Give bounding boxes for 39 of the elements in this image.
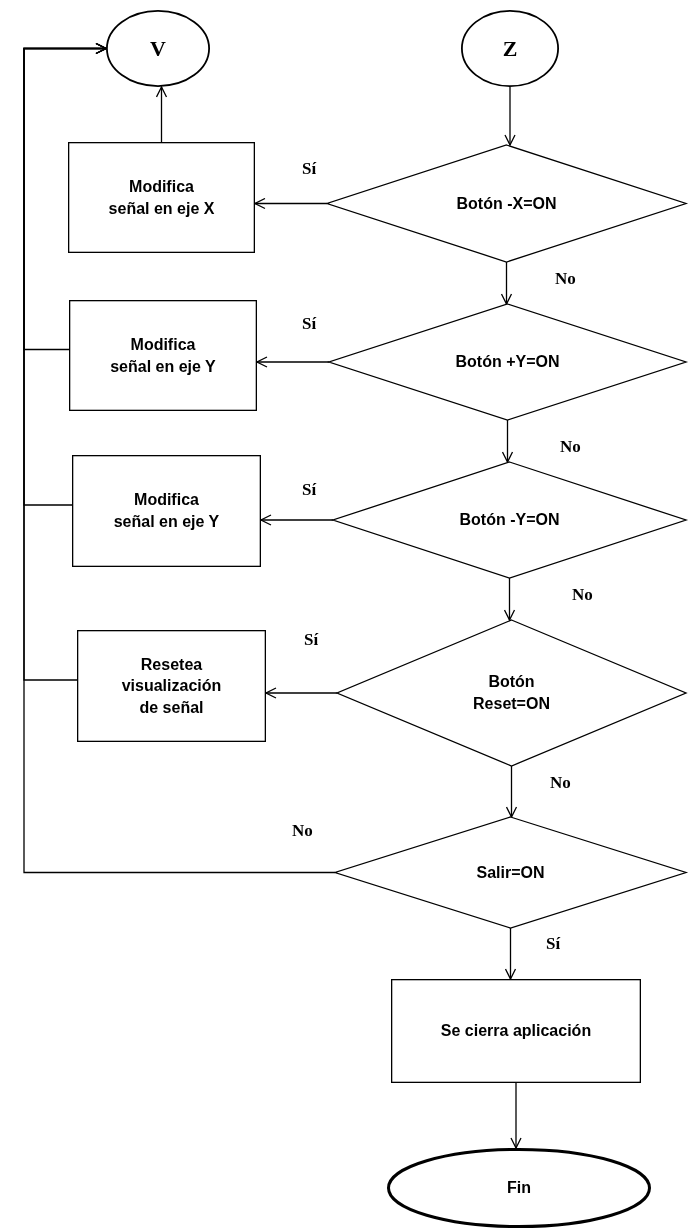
decision-label: Salir=ON [475, 862, 546, 883]
decision-diamond [337, 620, 686, 766]
terminal-label: Fin [506, 1178, 532, 1199]
arrow [254, 197, 328, 210]
process-label: Modifica señal en eje X [107, 176, 216, 219]
arrow [155, 86, 168, 143]
process-label: Modifica señal en eje Y [112, 490, 221, 532]
process-box [68, 142, 255, 253]
decision-diamond [333, 462, 686, 578]
process-box [77, 630, 266, 742]
process-label: Se cierra aplicación [439, 1021, 593, 1042]
decision-diamond [335, 817, 686, 928]
arrow [504, 86, 516, 146]
process-box [69, 300, 257, 411]
terminal-ellipse [387, 1148, 651, 1228]
arrow [265, 687, 338, 699]
decision-diamond [329, 304, 686, 420]
arrow [501, 419, 514, 463]
arrow [503, 577, 516, 621]
process-label: Resetea visualización de señal [120, 654, 223, 718]
arrow [256, 356, 330, 368]
arrow [505, 765, 518, 818]
arrow [500, 261, 513, 305]
terminal-ellipse [461, 10, 559, 87]
arrow [504, 927, 517, 980]
decision-label: Botón -Y=ON [458, 510, 561, 531]
decision-label: Botón +Y=ON [454, 352, 561, 373]
terminal-label: Z [501, 34, 519, 63]
decision-label: Botón -X=ON [455, 193, 558, 214]
arrow [260, 514, 334, 526]
arrow [23, 42, 107, 681]
terminal-ellipse [106, 10, 210, 87]
process-box [391, 979, 641, 1083]
arrow [510, 1082, 522, 1149]
decision-diamond [327, 145, 686, 262]
decision-label: Botón Reset=ON [472, 672, 551, 714]
terminal-label: V [149, 34, 167, 63]
process-box [72, 455, 261, 567]
process-label: Modifica señal en eje Y [109, 334, 217, 377]
